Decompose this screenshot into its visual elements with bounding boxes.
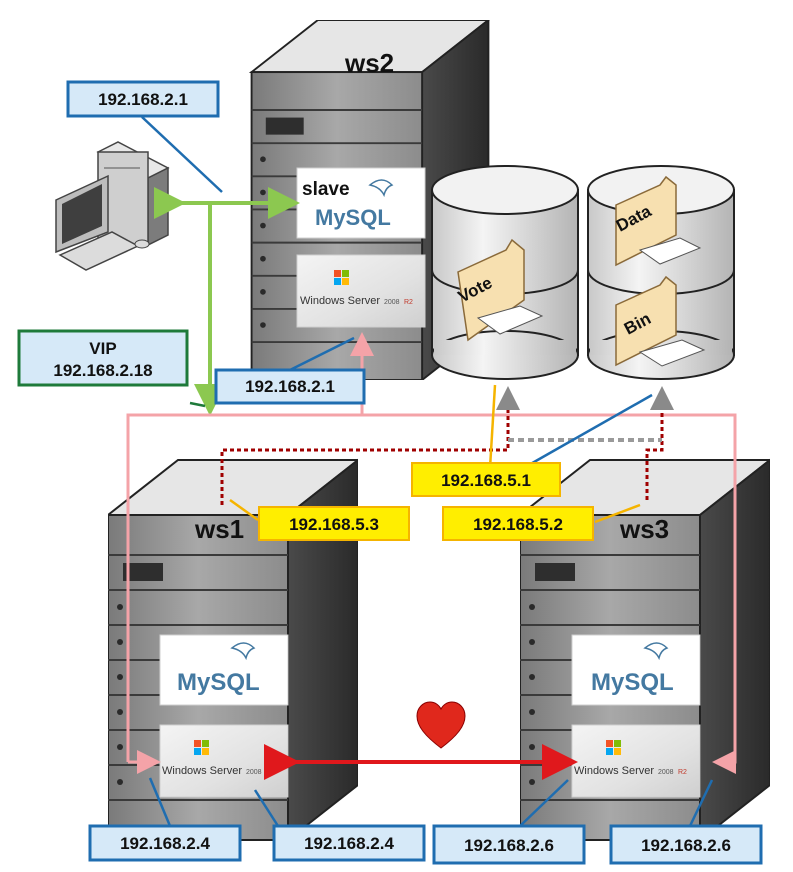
ws1-ip-label-b: 192.168.2.4 <box>272 824 426 862</box>
dolphin-icon <box>643 642 669 661</box>
svg-text:R2: R2 <box>404 299 413 306</box>
ws3-windows-logo: Windows Server 2008 R2 <box>571 724 701 798</box>
ws2-name: ws2 <box>344 48 394 78</box>
windows-server-text: Windows Server <box>300 295 380 307</box>
mysql-text: MySQL <box>315 205 391 230</box>
svg-text:192.168.5.1: 192.168.5.1 <box>441 471 531 490</box>
svg-text:VIP: VIP <box>89 339 116 358</box>
svg-text:2008: 2008 <box>384 299 400 306</box>
svg-text:2008: 2008 <box>246 769 262 776</box>
svg-text:MySQL: MySQL <box>591 669 674 696</box>
ws2-mysql-logo: slave MySQL <box>296 167 426 239</box>
slave-label: slave <box>302 179 350 200</box>
svg-text:192.168.2.4: 192.168.2.4 <box>304 834 394 853</box>
svg-text:Windows Server: Windows Server <box>574 765 654 777</box>
ws2-ip-label: 192.168.2.1 <box>214 368 366 405</box>
svg-text:192.168.5.3: 192.168.5.3 <box>289 515 379 534</box>
ws1-ip-label-a: 192.168.2.4 <box>88 824 242 862</box>
svg-text:R2: R2 <box>266 769 275 776</box>
folder-icon <box>615 175 702 267</box>
windows-flag-icon <box>606 740 621 755</box>
svg-text:192.168.2.18: 192.168.2.18 <box>53 361 152 380</box>
dolphin-icon <box>230 642 256 661</box>
folder-icon <box>457 238 544 342</box>
windows-flag-icon <box>194 740 209 755</box>
ws3-ip-label-a: 192.168.2.6 <box>432 824 586 865</box>
folder-icon <box>615 275 706 367</box>
svg-text:192.168.2.6: 192.168.2.6 <box>641 836 731 855</box>
windows-flag-icon <box>334 270 349 285</box>
disk-data-bin: Data Bin <box>587 165 735 380</box>
label-pointers <box>141 116 714 827</box>
heartbeat-link <box>264 701 578 780</box>
ws3-ip-label-b: 192.168.2.6 <box>609 824 763 865</box>
svg-text:192.168.2.1: 192.168.2.1 <box>245 377 335 396</box>
iscsi-links <box>220 386 674 505</box>
ws1-name: ws1 <box>194 514 244 544</box>
ws2-windows-logo: Windows Server 2008 R2 <box>296 254 426 328</box>
desktop-computer-icon <box>55 141 170 271</box>
ws3-name: ws3 <box>619 514 669 544</box>
iscsi-ws3-label: 192.168.5.2 <box>442 506 594 541</box>
svg-text:192.168.2.6: 192.168.2.6 <box>464 836 554 855</box>
iscsi-ws1-label: 192.168.5.3 <box>258 506 410 541</box>
svg-text:MySQL: MySQL <box>177 669 260 696</box>
dolphin-icon <box>368 179 394 198</box>
client-ip-label: 192.168.2.1 <box>66 80 220 118</box>
client-network-links <box>154 187 300 416</box>
svg-text:192.168.5.2: 192.168.5.2 <box>473 515 563 534</box>
ws1-mysql-logo: MySQL <box>159 634 289 706</box>
svg-text:192.168.2.4: 192.168.2.4 <box>120 834 210 853</box>
iscsi-ws2-label: 192.168.5.1 <box>411 462 561 497</box>
svg-text:2008: 2008 <box>658 769 674 776</box>
ws1-windows-logo: Windows Server 2008 R2 <box>159 724 289 798</box>
svg-text:Windows Server: Windows Server <box>162 765 242 777</box>
svg-text:R2: R2 <box>678 769 687 776</box>
heart-icon <box>416 701 466 749</box>
vip-label: VIP 192.168.2.18 <box>17 329 189 387</box>
ws3-mysql-logo: MySQL <box>571 634 701 706</box>
svg-text:192.168.2.1: 192.168.2.1 <box>98 90 188 109</box>
disk-vote: Vote <box>431 165 579 380</box>
